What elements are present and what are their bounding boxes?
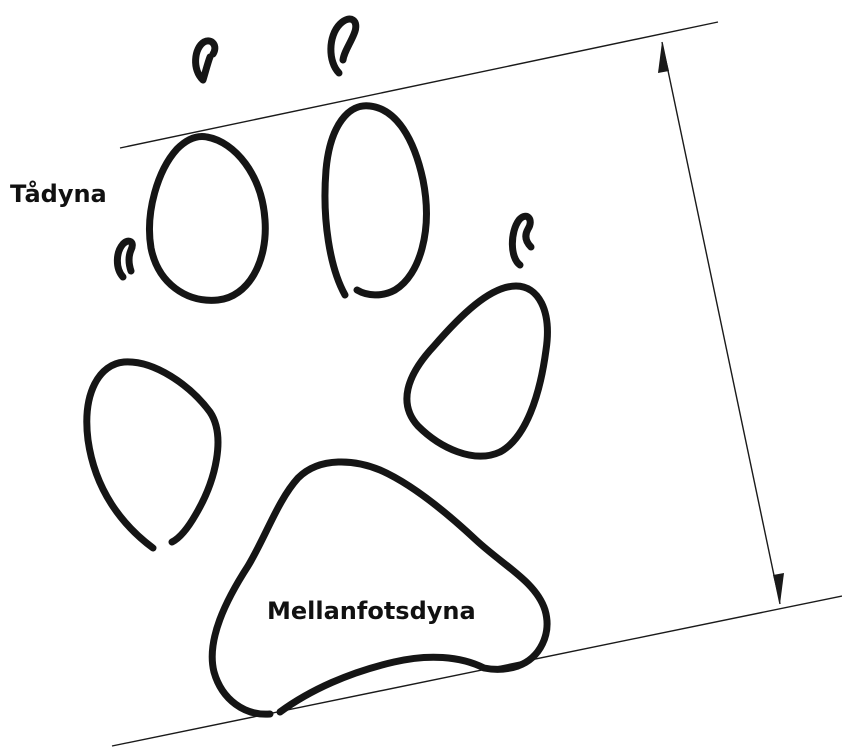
- toe-pad-front-right: [325, 106, 426, 295]
- claw-mark-3: [512, 216, 531, 265]
- length-measurement-arrow: [658, 42, 784, 604]
- claw-mark-1: [196, 41, 215, 80]
- toe-pad-label: Tådyna: [10, 180, 107, 208]
- metatarsal-pad-label: Mellanfotsdyna: [267, 597, 476, 625]
- toe-pad-front-left: [150, 137, 266, 301]
- measurement-line: [662, 42, 780, 604]
- claw-mark-4: [117, 241, 132, 277]
- metatarsal-pad: [212, 462, 547, 714]
- toe-pad-side-right: [407, 286, 548, 456]
- claw-mark-2: [331, 19, 356, 73]
- toe-pad-side-left: [87, 362, 218, 548]
